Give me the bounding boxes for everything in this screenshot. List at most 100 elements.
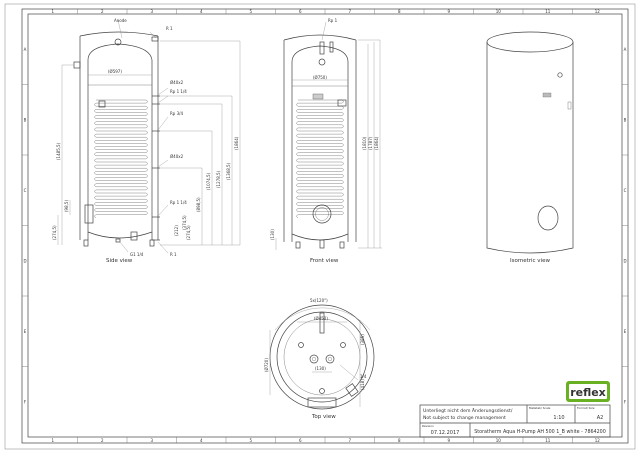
label-g114: G1 1/4 <box>130 252 144 257</box>
top-view-caption: Top view <box>311 414 336 420</box>
label-d40x2-top: Ø40x2 <box>170 80 184 85</box>
scale-label: Maßstab/ Scale <box>529 406 551 410</box>
svg-text:(1864): (1864) <box>234 136 239 150</box>
side-view-caption: Side view <box>106 258 133 264</box>
column-label: 2 <box>101 9 104 14</box>
label-top-angle: 5x(120°) <box>310 298 328 303</box>
row-label: F <box>24 399 27 404</box>
coil-turn <box>94 192 148 200</box>
format-value: A2 <box>597 415 604 421</box>
svg-text:(1368,5): (1368,5) <box>226 162 231 180</box>
top-dimensions: (Ø720) (385) (418) (130) 1/4 <box>264 334 367 390</box>
front-view-caption: Front view <box>310 258 339 264</box>
svg-text:(130): (130) <box>315 366 326 371</box>
coil-turn <box>296 118 344 125</box>
svg-text:(1787): (1787) <box>368 136 373 150</box>
row-label: F <box>624 399 627 404</box>
row-label: B <box>24 117 27 122</box>
svg-text:reflex: reflex <box>570 386 606 399</box>
label-top-width: (Ø450) <box>314 316 328 321</box>
column-label: 6 <box>299 9 302 14</box>
svg-text:(418): (418) <box>360 379 365 390</box>
label-rp114-bot: Rp 1 1/4 <box>170 200 187 205</box>
column-label: 9 <box>447 438 450 443</box>
svg-text:(1278,5): (1278,5) <box>216 170 221 188</box>
label-front-width: (Ø750) <box>313 75 327 80</box>
coil-turn <box>296 161 344 169</box>
column-label: 10 <box>496 438 502 443</box>
coil-turn <box>296 130 344 138</box>
side-view: Anode R 1 (Ø597) Ø40x2 Rp 1 1/4 Rp 3/4 Ø… <box>52 18 241 264</box>
coil-turn <box>94 211 148 218</box>
coil-turn <box>296 192 344 200</box>
svg-text:(274,5): (274,5) <box>186 225 191 240</box>
column-label: 7 <box>348 438 351 443</box>
coil-turn <box>94 106 148 113</box>
svg-text:(1810): (1810) <box>362 136 367 150</box>
column-label: 5 <box>249 438 252 443</box>
coil-turn <box>296 186 344 194</box>
coil-turn <box>296 124 344 132</box>
svg-text:(374,5): (374,5) <box>182 215 187 230</box>
row-label: B <box>624 117 627 122</box>
scale-value: 1:10 <box>553 415 564 421</box>
coil-turn <box>296 137 344 144</box>
column-label: 4 <box>200 438 203 443</box>
coil-turn <box>296 211 344 218</box>
column-label: 6 <box>299 438 302 443</box>
isometric-view: Isometric view <box>486 31 574 264</box>
row-label: E <box>24 329 27 334</box>
label-r1-bot: R 1 <box>170 252 177 257</box>
svg-text:(1485,5): (1485,5) <box>56 142 61 160</box>
svg-text:(385): (385) <box>360 334 365 345</box>
column-label: 11 <box>545 438 551 443</box>
svg-text:(98,5): (98,5) <box>64 200 69 212</box>
coil-turn <box>94 137 148 144</box>
coil-turn <box>94 180 148 187</box>
revision-date: 07.12.2017 <box>431 430 460 436</box>
svg-text:(1074,5): (1074,5) <box>206 172 211 190</box>
coil-turn <box>296 143 344 150</box>
coil-turn <box>94 186 148 194</box>
column-label: 3 <box>150 438 153 443</box>
coil-turn <box>94 118 148 125</box>
row-label: D <box>623 258 626 263</box>
column-label: 12 <box>595 438 601 443</box>
svg-text:(1864): (1864) <box>374 136 379 150</box>
side-dimensions: (1485,5) (1864) (1368,5) (1278,5) (1074,… <box>52 136 239 240</box>
label-rp34: Rp 3/4 <box>170 111 183 116</box>
column-label: 1 <box>51 9 54 14</box>
revision-label: Revision <box>422 424 434 428</box>
label-anode: Anode <box>114 18 127 23</box>
isometric-view-caption: Isometric view <box>510 258 550 264</box>
column-label: 9 <box>447 9 450 14</box>
row-label: D <box>23 258 26 263</box>
front-logo-plate <box>312 93 324 100</box>
column-label: 10 <box>496 9 502 14</box>
svg-text:1/4: 1/4 <box>360 374 367 379</box>
coil-turn <box>94 155 148 163</box>
coil-turn <box>94 168 148 175</box>
note-en: Not subject to change management <box>423 415 506 421</box>
drawing-title: Storatherm Aqua H-Pump AH 500 1_B white … <box>474 429 606 435</box>
svg-text:(Ø720): (Ø720) <box>264 358 269 372</box>
coil-turn <box>94 174 148 181</box>
front-view: Rp 1 (Ø750) (1810) (1787) (1864) (130) F… <box>270 18 382 264</box>
coil-turn <box>296 106 344 113</box>
reflex-logo: reflex <box>566 381 610 402</box>
coil-turn <box>94 199 148 206</box>
label-d40x2-mid: Ø40x2 <box>170 154 184 159</box>
top-view: 5x(120°) (Ø450) (Ø720) (385) (418) (130)… <box>264 298 375 420</box>
coil-turn <box>296 199 344 206</box>
label-rp114-top: Rp 1 1/4 <box>170 89 187 94</box>
coil-turn <box>94 112 148 119</box>
coil-turn <box>296 112 344 119</box>
coil-turn <box>296 180 344 187</box>
column-label: 12 <box>595 9 601 14</box>
coil-turn <box>94 149 148 156</box>
svg-text:(212): (212) <box>174 225 179 236</box>
column-label: 8 <box>398 438 401 443</box>
svg-text:(274,5): (274,5) <box>52 225 57 240</box>
column-label: 4 <box>200 9 203 14</box>
